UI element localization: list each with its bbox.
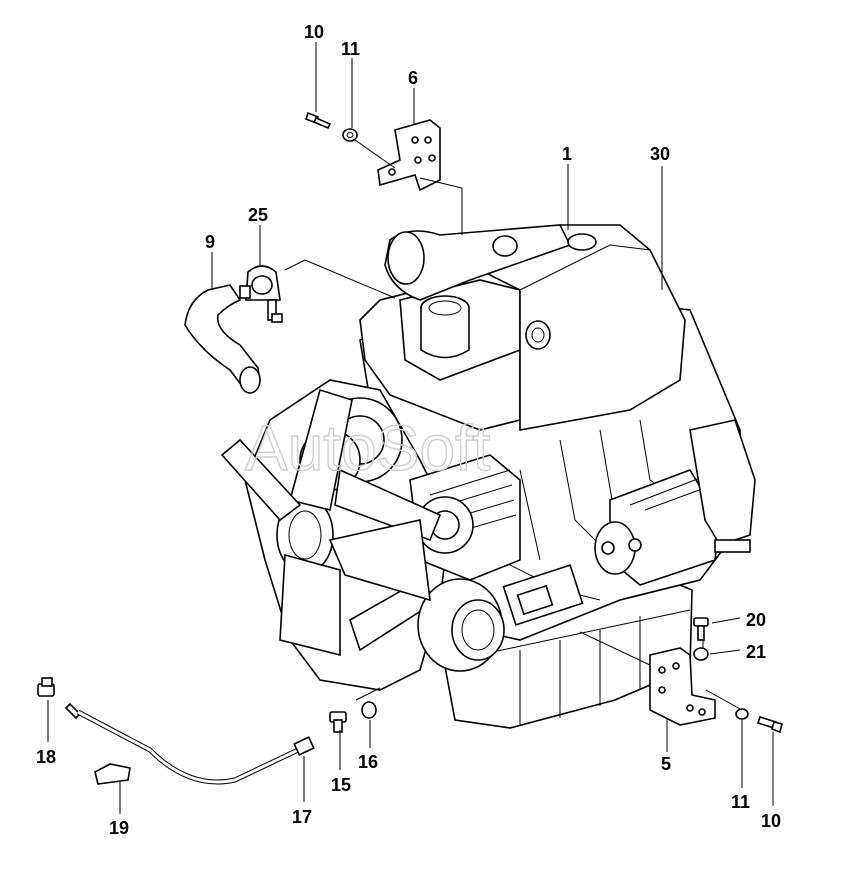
callout-11-bottom: 11: [731, 792, 750, 812]
pipe-clip-part-19: [94, 763, 131, 785]
callout-1: 1: [562, 144, 572, 164]
callout-10-top: 10: [304, 22, 324, 42]
hose-clamp-part-25: [239, 265, 283, 323]
nut-part-11-bottom: [735, 708, 749, 720]
cooling-fan: [220, 388, 431, 657]
water-hose-part-9: [184, 284, 261, 394]
crank-pulley: [417, 578, 505, 672]
callout-17: 17: [292, 807, 312, 827]
oil-pipe-part-17: [64, 702, 315, 785]
o-ring-part-16: [361, 701, 377, 719]
callout-16: 16: [358, 752, 378, 772]
callout-19: 19: [109, 818, 129, 838]
callout-15: 15: [331, 775, 351, 795]
fitting-part-18: [37, 677, 55, 697]
callout-labels: 10 11 6 1 30 25 9 20 21 18 16 15 5 11 10…: [36, 22, 781, 838]
callout-21: 21: [746, 642, 766, 662]
fitting-part-15: [329, 711, 347, 733]
watermark-text: AutoSoft: [245, 412, 491, 484]
bracket-part-6: [377, 119, 441, 192]
bolt-part-20: [693, 617, 709, 641]
callout-18: 18: [36, 747, 56, 767]
bolt-part-10-bottom: [756, 716, 783, 734]
callout-5: 5: [661, 754, 671, 774]
leader-lines: [47, 42, 774, 814]
bolt-part-10-top: [305, 111, 332, 130]
callout-6: 6: [408, 68, 418, 88]
callout-30: 30: [650, 144, 670, 164]
callout-20: 20: [746, 610, 766, 630]
callout-9: 9: [205, 232, 215, 252]
nut-part-11-top: [342, 128, 358, 142]
rocker-cover: [359, 269, 521, 431]
air-intake-housing: [384, 224, 686, 431]
bracket-part-5: [649, 647, 716, 726]
washer-part-21: [693, 647, 709, 661]
callout-25: 25: [248, 205, 268, 225]
callout-11-top: 11: [341, 39, 360, 59]
starter-motor: [594, 469, 721, 586]
callout-10-bottom: 10: [761, 811, 781, 831]
